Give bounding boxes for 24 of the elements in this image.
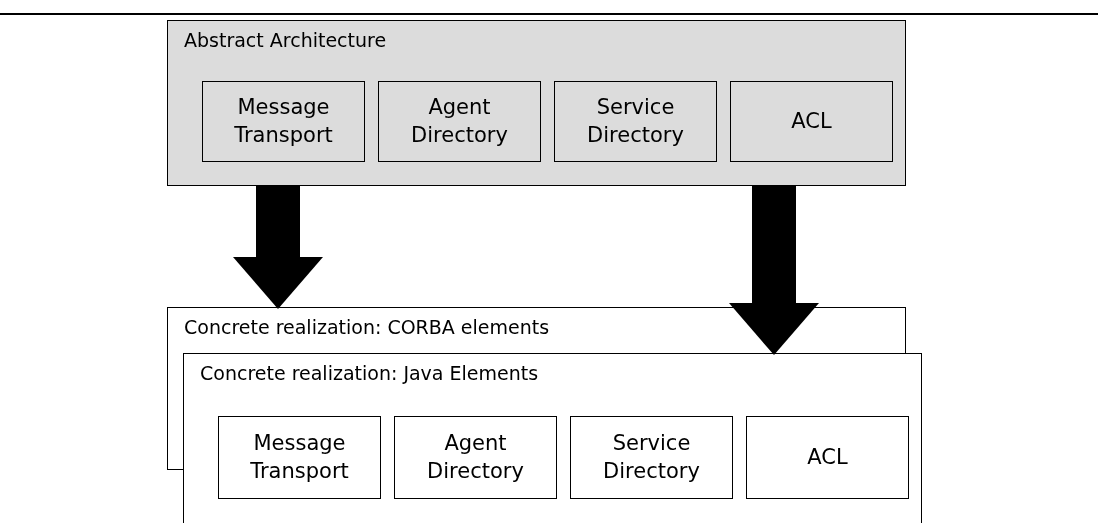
group-box (167, 307, 906, 353)
component-box (218, 416, 381, 499)
component-label: Message Transport (249, 430, 350, 485)
group-box (167, 20, 906, 186)
component-label: Agent Directory (426, 430, 525, 485)
component-label: ACL (807, 443, 848, 471)
component-label: Service Directory (586, 94, 685, 149)
component-box (554, 81, 717, 162)
component-box (202, 81, 365, 162)
block-arrow (729, 186, 819, 355)
component-label: ACL (791, 107, 832, 135)
component-box (570, 416, 733, 499)
group-title: Abstract Architecture (184, 29, 387, 51)
component-box (746, 416, 909, 499)
group-title: Concrete realization: Java Elements (200, 362, 539, 384)
component-label: Service Directory (602, 430, 701, 485)
component-box (730, 81, 893, 162)
component-label: Message Transport (233, 94, 334, 149)
component-box (378, 81, 541, 162)
component-box (394, 416, 557, 499)
group-title: Concrete realization: CORBA elements (184, 316, 550, 338)
component-label: Agent Directory (410, 94, 509, 149)
group-box (183, 353, 922, 523)
block-arrow (233, 186, 323, 309)
